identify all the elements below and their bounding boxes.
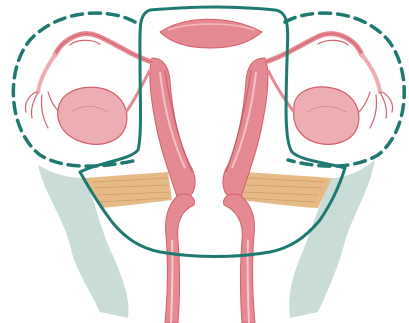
cervix-left bbox=[165, 194, 194, 323]
cervix-right bbox=[224, 194, 255, 323]
right-ovary bbox=[294, 87, 359, 144]
left-ovary bbox=[58, 87, 127, 144]
right-ligament bbox=[240, 172, 332, 208]
